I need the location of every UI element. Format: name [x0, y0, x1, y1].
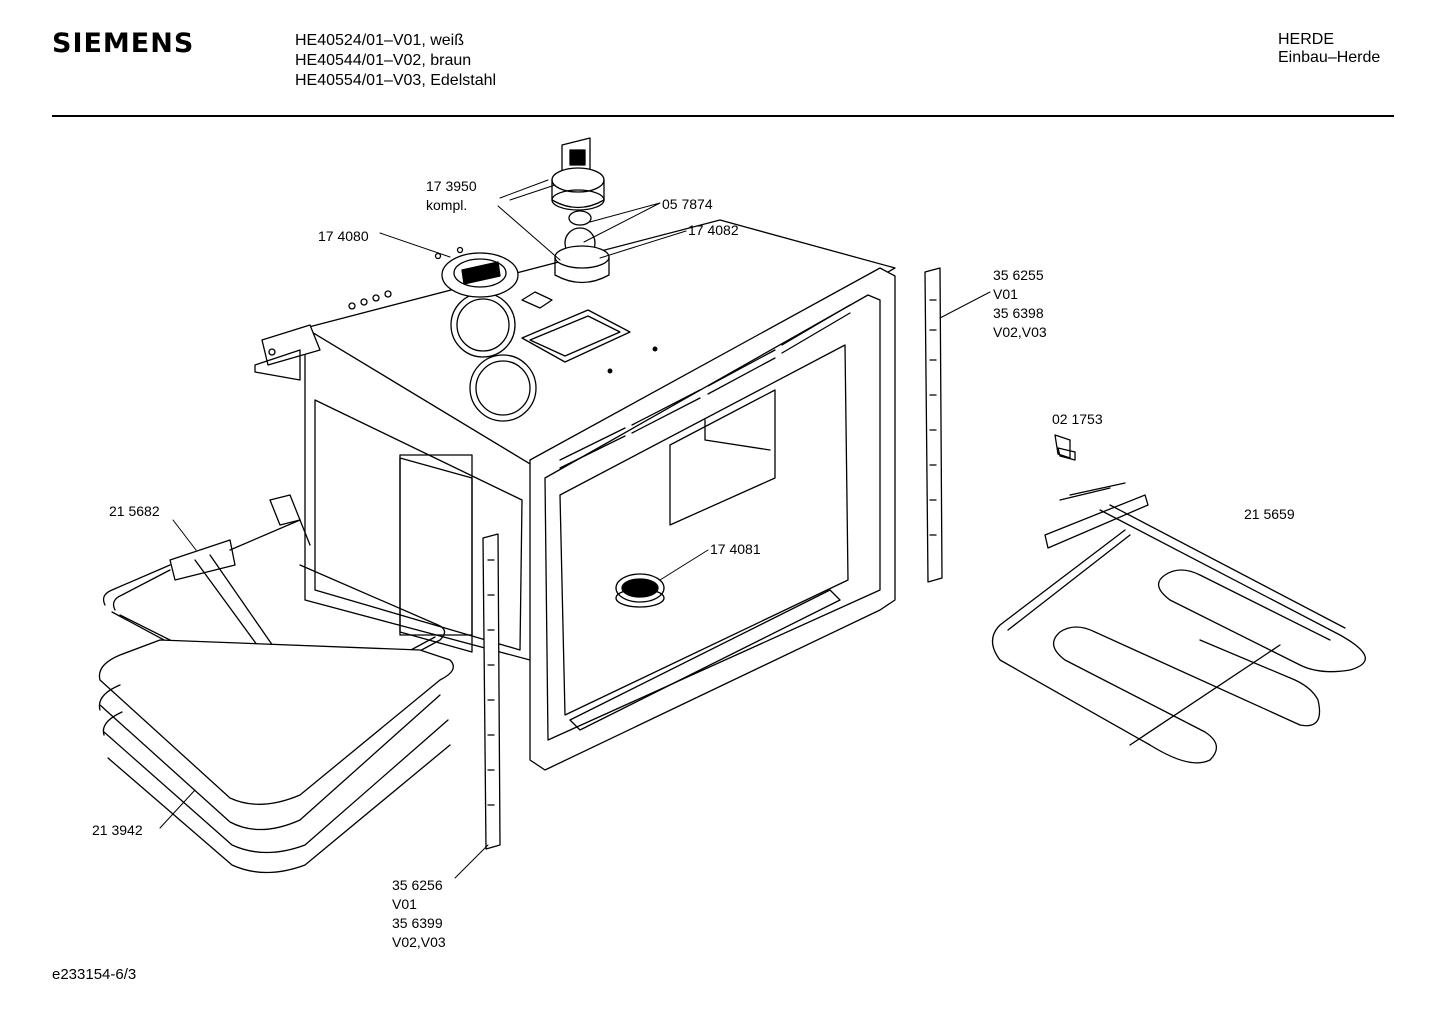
label-21-3942: 21 3942	[92, 822, 143, 838]
header-divider	[52, 115, 1394, 117]
part-number: 35 6399	[392, 915, 443, 931]
leader-lines	[159, 179, 991, 879]
label-17-4081: 17 4081	[710, 541, 761, 557]
variant-note: V02,V03	[993, 324, 1047, 340]
baking-tray	[98, 639, 454, 874]
model-line: HE40524/01–V01, weiß	[295, 32, 464, 49]
category-line: Einbau–Herde	[1278, 49, 1381, 66]
category-line: HERDE	[1278, 31, 1335, 48]
oven-body	[254, 219, 896, 771]
label-21-5682: 21 5682	[109, 503, 160, 519]
label-17-4082: 17 4082	[688, 222, 739, 238]
part-number: 35 6256	[392, 877, 443, 893]
label-17-4080: 17 4080	[318, 228, 369, 244]
bezel-part	[441, 252, 519, 298]
product-category: HERDE Einbau–Herde	[1278, 31, 1380, 67]
side-rail-left	[482, 533, 501, 850]
part-number: 35 6398	[993, 305, 1044, 321]
variant-note: V01	[392, 896, 417, 912]
clip-part	[1054, 434, 1076, 461]
model-list: HE40524/01–V01, weiß HE40544/01–V02, bra…	[295, 31, 496, 91]
model-line: HE40544/01–V02, braun	[295, 52, 472, 69]
model-line: HE40554/01–V03, Edelstahl	[295, 72, 497, 89]
brand-logo: SIEMENS	[52, 28, 195, 59]
label-21-5659: 21 5659	[1244, 506, 1295, 522]
oven-lamp	[615, 573, 665, 608]
side-rail-right	[924, 267, 943, 583]
variant-note: V02,V03	[392, 934, 446, 950]
label-35-6256: 35 6256 V01 35 6399 V02,V03	[392, 876, 446, 952]
variant-note: V01	[993, 286, 1018, 302]
label-02-1753: 02 1753	[1052, 411, 1103, 427]
part-number: 35 6255	[993, 267, 1044, 283]
thermostat-assembly	[551, 137, 610, 284]
part-note: kompl.	[426, 197, 468, 213]
label-17-3950: 17 3950 kompl.	[426, 177, 477, 215]
drawing-code: e233154-6/3	[52, 966, 137, 983]
bottom-heating-element	[991, 482, 1366, 764]
part-number: 17 3950	[426, 178, 477, 194]
label-05-7874: 05 7874	[662, 196, 713, 212]
label-35-6255: 35 6255 V01 35 6398 V02,V03	[993, 266, 1047, 342]
